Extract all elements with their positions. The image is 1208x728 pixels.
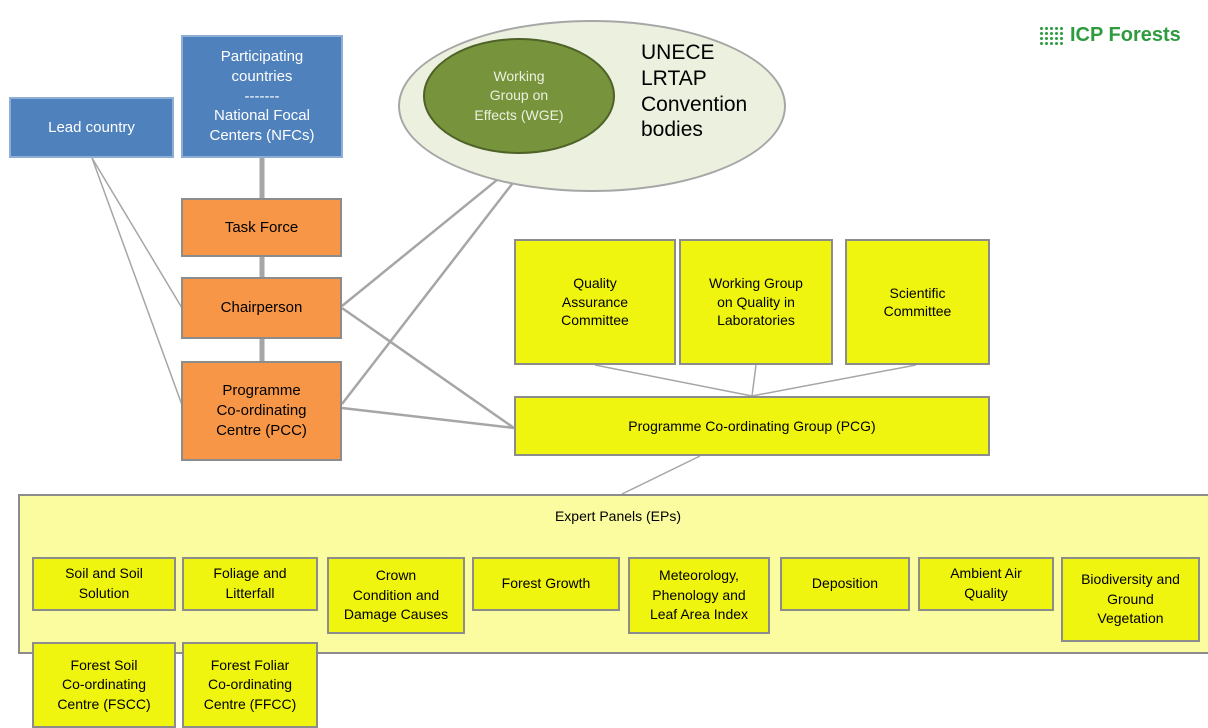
line-pcc-pcg (341, 406, 515, 430)
quality-assurance-committee-box: Quality Assurance Committee (514, 239, 676, 365)
wg-quality-laboratories-box: Working Group on Quality in Laboratories (679, 239, 833, 365)
logo-text: ICP Forests (1070, 24, 1181, 46)
line-chair-pcg (341, 306, 515, 430)
line-lead-pcc (91, 157, 183, 406)
ep-meteorology: Meteorology, Phenology and Leaf Area Ind… (628, 557, 770, 634)
participating-countries-box: Participating countries ------- National… (181, 35, 343, 158)
line-pcg-eps (621, 455, 701, 495)
lead-country-box: Lead country (9, 97, 174, 158)
ffcc-box: Forest Foliar Co-ordinating Centre (FFCC… (182, 642, 318, 728)
line-chair-wge (341, 157, 525, 307)
pcc-box: Programme Co-ordinating Centre (PCC) (181, 361, 342, 461)
scientific-committee-box: Scientific Committee (845, 239, 990, 365)
ep-forest-growth: Forest Growth (472, 557, 620, 611)
dotted-grid-logo-icon (1040, 26, 1063, 45)
wge-ellipse: Working Group on Effects (WGE) (423, 38, 615, 154)
ep-ambient-air-quality: Ambient Air Quality (918, 557, 1054, 611)
fscc-box: Forest Soil Co-ordinating Centre (FSCC) (32, 642, 176, 728)
ep-deposition: Deposition (780, 557, 910, 611)
line-pcc-wge (341, 161, 530, 405)
line-sc-pcg (751, 364, 917, 397)
unece-label: UNECE LRTAP Convention bodies (641, 41, 748, 142)
ep-foliage-litterfall: Foliage and Litterfall (182, 557, 318, 611)
line-qac-pcg (594, 364, 753, 397)
line-lead-chair (91, 157, 183, 309)
icp-forests-logo: ICP Forests (1040, 24, 1181, 47)
ep-biodiversity: Biodiversity and Ground Vegetation (1061, 557, 1200, 642)
ep-soil-solution: Soil and Soil Solution (32, 557, 176, 611)
ep-crown-condition: Crown Condition and Damage Causes (327, 557, 465, 634)
line-wgql-pcg (751, 364, 757, 397)
pcg-box: Programme Co-ordinating Group (PCG) (514, 396, 990, 456)
task-force-box: Task Force (181, 198, 342, 257)
expert-panels-title: Expert Panels (EPs) (554, 508, 682, 524)
chairperson-box: Chairperson (181, 277, 342, 339)
